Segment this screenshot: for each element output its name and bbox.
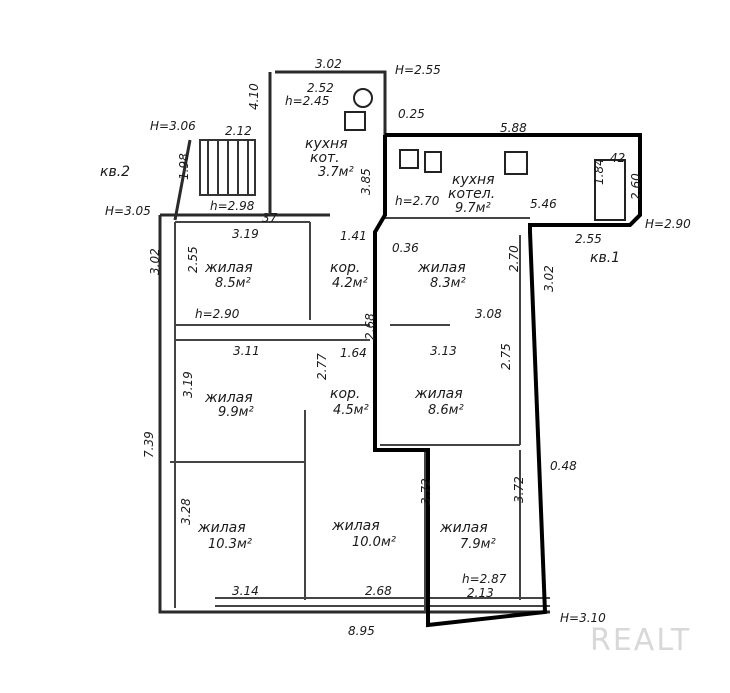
dim-042: 42 — [610, 151, 625, 165]
dim-198: 1.98 — [177, 153, 191, 180]
dim-037: 37 — [262, 211, 278, 225]
corridor-2-label: кор. — [330, 386, 360, 402]
kitchen-label-2: котел. — [448, 186, 495, 202]
dim-270: 2.70 — [507, 245, 521, 272]
dim-252: 2.52 — [307, 81, 334, 95]
dim-268-bottom: 2.68 — [365, 584, 392, 598]
dim-308: 3.08 — [475, 307, 502, 321]
kitchen-boiler-room-label-2: кот. — [310, 150, 340, 166]
dim-268: 2.68 — [363, 313, 377, 340]
height-287: h=2.87 — [462, 572, 507, 586]
dim-025: 0.25 — [398, 107, 425, 121]
dim-164: 1.64 — [340, 346, 367, 360]
dim-277: 2.77 — [315, 353, 329, 380]
dim-260: 2.60 — [629, 173, 643, 200]
dim-546: 5.46 — [530, 197, 557, 211]
dim-255-left: 2.55 — [186, 246, 200, 273]
area-100: 10.0м² — [352, 535, 396, 550]
area-99: 9.9м² — [218, 405, 254, 420]
height-290-right: H=2.90 — [645, 217, 691, 231]
dim-184: 1.84 — [592, 158, 606, 185]
dim-895: 8.95 — [348, 624, 375, 638]
dim-048: 0.48 — [550, 459, 577, 473]
kitchen-fixtures — [344, 88, 626, 221]
boiler-icon — [399, 149, 419, 169]
area-42: 4.2м² — [332, 276, 368, 291]
area-86: 8.6м² — [428, 403, 464, 418]
dim-036: 0.36 — [392, 241, 419, 255]
area-79: 7.9м² — [460, 537, 496, 552]
dim-319-b: 3.19 — [181, 371, 195, 398]
gas-meter-icon — [353, 88, 373, 108]
dim-385: 3.85 — [359, 168, 373, 195]
room-living-85-label: жилая — [204, 260, 253, 276]
room-living-99-label: жилая — [204, 390, 253, 406]
stove-icon-2 — [504, 151, 528, 175]
room-living-79-label: жилая — [439, 520, 488, 536]
stairs — [199, 139, 256, 196]
height-305: H=3.05 — [105, 204, 151, 218]
room-living-100-label: жилая — [331, 518, 380, 534]
dim-212: 2.12 — [225, 124, 252, 138]
gas-meter-icon-2 — [424, 151, 442, 173]
apartment-2-label: кв.2 — [100, 164, 130, 180]
dim-739: 7.39 — [142, 431, 156, 458]
height-290-left: h=2.90 — [195, 307, 240, 321]
area-83: 8.3м² — [430, 276, 466, 291]
dim-302-right: 3.02 — [542, 265, 556, 292]
stove-icon — [344, 111, 366, 131]
area-45: 4.5м² — [333, 403, 369, 418]
height-310: H=3.10 — [560, 611, 606, 625]
dim-313: 3.13 — [430, 344, 457, 358]
interior-walls — [170, 217, 550, 612]
dim-372-left: 3.72 — [419, 478, 433, 505]
kitchen-boiler-room-label: кухня — [305, 136, 348, 152]
area-85: 8.5м² — [215, 276, 251, 291]
dim-588: 5.88 — [500, 121, 527, 135]
room-living-103-label: жилая — [197, 520, 246, 536]
cabinet-icon — [594, 159, 626, 221]
apartment-1-outline — [373, 133, 642, 628]
watermark-logo: REALT — [590, 623, 691, 658]
height-306: H=3.06 — [150, 119, 196, 133]
apartment-1-label: кв.1 — [590, 250, 620, 266]
dim-255: 2.55 — [575, 232, 602, 246]
area-97: 9.7м² — [455, 201, 491, 216]
dim-311: 3.11 — [233, 344, 260, 358]
dim-302-top: 3.02 — [315, 57, 342, 71]
height-245: h=2.45 — [285, 94, 329, 108]
dim-328: 3.28 — [179, 498, 193, 525]
room-living-83-label: жилая — [417, 260, 466, 276]
dim-275: 2.75 — [499, 343, 513, 370]
area-103: 10.3м² — [208, 537, 252, 552]
dim-410: 4.10 — [247, 83, 261, 110]
dim-319: 3.19 — [232, 227, 259, 241]
corridor-1-label: кор. — [330, 260, 360, 276]
dim-302-left: 3.02 — [148, 248, 162, 275]
room-living-86-label: жилая — [414, 386, 463, 402]
dim-213: 2.13 — [467, 586, 494, 600]
height-255: H=2.55 — [395, 63, 441, 77]
dim-372-right: 3.72 — [512, 476, 526, 503]
dim-141: 1.41 — [340, 229, 367, 243]
area-37: 3.7м² — [318, 165, 354, 180]
height-270: h=2.70 — [395, 194, 440, 208]
height-298: h=2.98 — [210, 199, 255, 213]
dim-314: 3.14 — [232, 584, 259, 598]
kitchen-label: кухня — [452, 172, 495, 188]
